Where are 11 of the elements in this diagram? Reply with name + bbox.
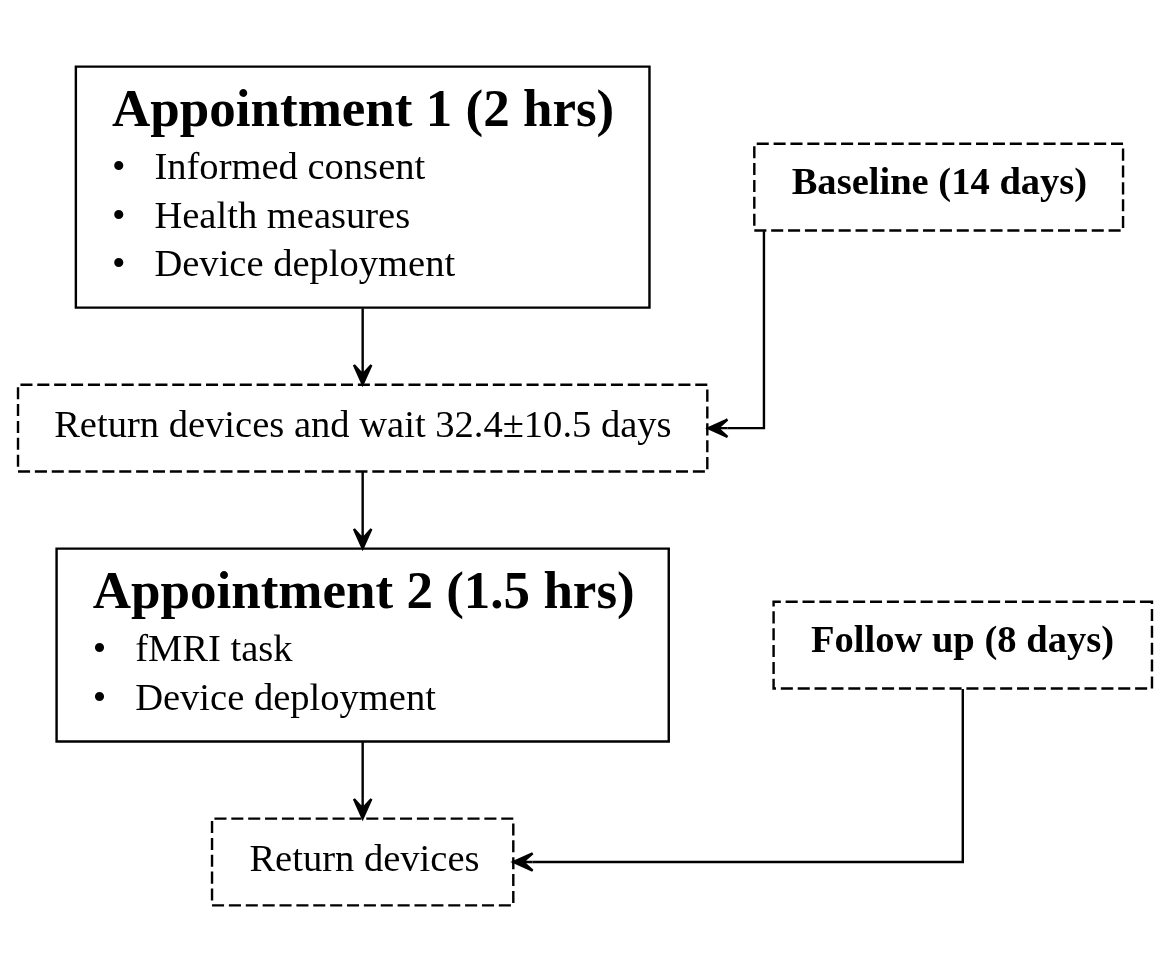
- arrow: [352, 741, 373, 819]
- arrow: [352, 307, 373, 385]
- node-box: Return devices and wait 32.4±10.5 days: [16, 383, 709, 473]
- node-box: Baseline (14 days): [753, 142, 1125, 232]
- node-box: Appointment 1 (2 hrs) • Informed consent • Health measures • Device deployment: [74, 64, 651, 309]
- arrow: [706, 230, 766, 438]
- arrow: [512, 688, 964, 872]
- node-box: Appointment 2 (1.5 hrs) • fMRI task • Device deployment: [55, 546, 670, 743]
- node-box: Follow up (8 days): [772, 600, 1154, 690]
- node-box: Return devices: [210, 816, 515, 907]
- arrow: [352, 471, 373, 550]
